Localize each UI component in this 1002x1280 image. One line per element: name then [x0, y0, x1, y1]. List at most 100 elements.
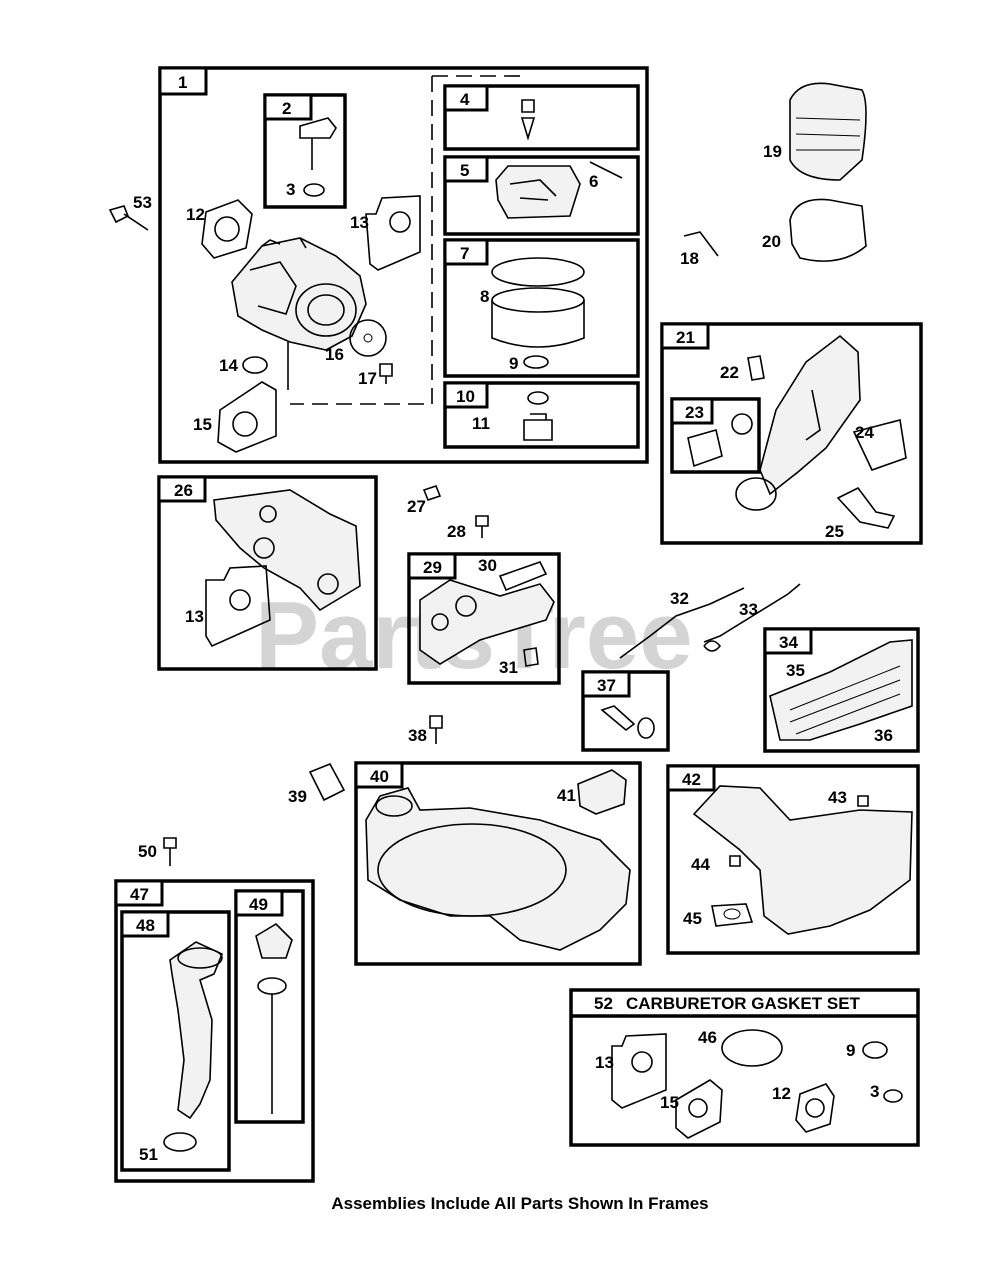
callout-13: 13: [350, 213, 369, 232]
gasket-45-part: [711, 903, 754, 927]
screw-38-part: [429, 715, 443, 744]
frame-37: 37: [581, 670, 670, 752]
callout-35: 35: [786, 661, 805, 680]
bolt-18-part: [683, 231, 719, 257]
frame-34: 34: [763, 627, 920, 753]
callout-43: 43: [828, 788, 847, 807]
callout-30: 30: [478, 556, 497, 575]
oring-14-part: [242, 356, 268, 374]
frame-4: 4: [443, 84, 640, 151]
callout-38: 38: [408, 726, 427, 745]
frame-label-23: 23: [685, 403, 704, 422]
frame-label-1: 1: [178, 73, 187, 92]
footer-note: Assemblies Include All Parts Shown In Fr…: [331, 1194, 709, 1213]
callout-36: 36: [874, 726, 893, 745]
plate-13-part: [365, 195, 421, 271]
callout-12: 12: [186, 205, 205, 224]
callout-39: 39: [288, 787, 307, 806]
filter-20-part: [789, 198, 867, 262]
gasket-set-number: 52: [594, 994, 613, 1013]
breather-23-part: [687, 428, 723, 468]
callout-25: 25: [825, 522, 844, 541]
screw-31-part: [523, 647, 539, 667]
fuel-tank-40-part: [365, 787, 631, 951]
frame-label-26: 26: [174, 481, 193, 500]
bowl-7-part: [491, 300, 585, 348]
spring-33-part: [703, 583, 801, 643]
frame-10: 10: [443, 381, 640, 449]
frame-label-47: 47: [130, 885, 149, 904]
cap-41-part: [577, 769, 627, 815]
gasket-15b-part: [675, 1079, 723, 1139]
frame-40: 40: [354, 761, 642, 966]
frame-48: 48: [120, 910, 231, 1172]
bowl-screw-10-part: [523, 413, 553, 441]
callout-32: 32: [670, 589, 689, 608]
bracket-29-part: [419, 579, 555, 665]
spring-30-part: [498, 561, 548, 592]
callout-12b: 12: [772, 1084, 791, 1103]
clip-22-part: [747, 355, 765, 381]
callout-15b: 15: [660, 1093, 679, 1112]
callout-20: 20: [762, 232, 781, 251]
gasket-24-part: [852, 419, 907, 471]
washer-3b-part: [883, 1089, 903, 1103]
frame-label-5: 5: [460, 161, 469, 180]
frame-label-37: 37: [597, 676, 616, 695]
frame-label-29: 29: [423, 558, 442, 577]
callout-53: 53: [133, 193, 152, 212]
callout-9: 9: [509, 354, 518, 373]
gasket-12b-part: [795, 1083, 835, 1133]
frame-21: 21: [660, 322, 923, 545]
gasket-46-part: [721, 1029, 783, 1067]
washer-9b-part: [862, 1041, 888, 1059]
frame-label-4: 4: [460, 90, 470, 109]
float-5-part: [495, 165, 581, 219]
frame-label-34: 34: [779, 633, 798, 652]
screw-50-part: [163, 837, 177, 866]
callout-51: 51: [139, 1145, 158, 1164]
frame-47: 47: [114, 879, 315, 1183]
lever-2-part: [299, 117, 337, 139]
callout-41: 41: [557, 786, 576, 805]
frame-label-21: 21: [676, 328, 695, 347]
screw-43-part: [857, 795, 869, 807]
frame-26: 26: [157, 475, 378, 671]
callout-46: 46: [698, 1028, 717, 1047]
callout-9b: 9: [846, 1041, 855, 1060]
gasket-12-part: [201, 199, 253, 259]
gasket-15-part: [217, 381, 277, 453]
tube-25-part: [836, 486, 896, 529]
frame-23: 23: [670, 397, 761, 474]
carburetor-body-part: [231, 237, 367, 390]
frame-label-7: 7: [460, 244, 469, 263]
screw-44-part: [729, 855, 741, 867]
callout-31: 31: [499, 658, 518, 677]
plate-13b-part: [205, 565, 271, 648]
muffler-42-part: [692, 785, 913, 935]
link-32-part: [619, 587, 745, 659]
callout-14: 14: [219, 356, 238, 375]
callout-3b: 3: [870, 1082, 879, 1101]
screw-27-part: [422, 485, 442, 501]
frame-2: 2: [263, 93, 347, 209]
disc-16-part: [349, 319, 387, 357]
dipstick-tube-48-part: [169, 941, 224, 1120]
callout-17: 17: [358, 369, 377, 388]
callout-50: 50: [138, 842, 157, 861]
governor-26-part: [213, 489, 361, 612]
callout-28: 28: [447, 522, 466, 541]
frame-label-2: 2: [282, 99, 291, 118]
needle-4-part: [520, 99, 536, 141]
callout-13b: 13: [185, 607, 204, 626]
callout-13c: 13: [595, 1053, 614, 1072]
callout-18: 18: [680, 249, 699, 268]
callout-45: 45: [683, 909, 702, 928]
oring-51-part: [163, 1132, 197, 1152]
frame-1: 1: [158, 66, 649, 464]
screw-28-part: [475, 515, 489, 538]
plate-13c-part: [611, 1033, 667, 1109]
frame-label-10: 10: [456, 387, 475, 406]
dipstick-49-part: [255, 922, 293, 959]
